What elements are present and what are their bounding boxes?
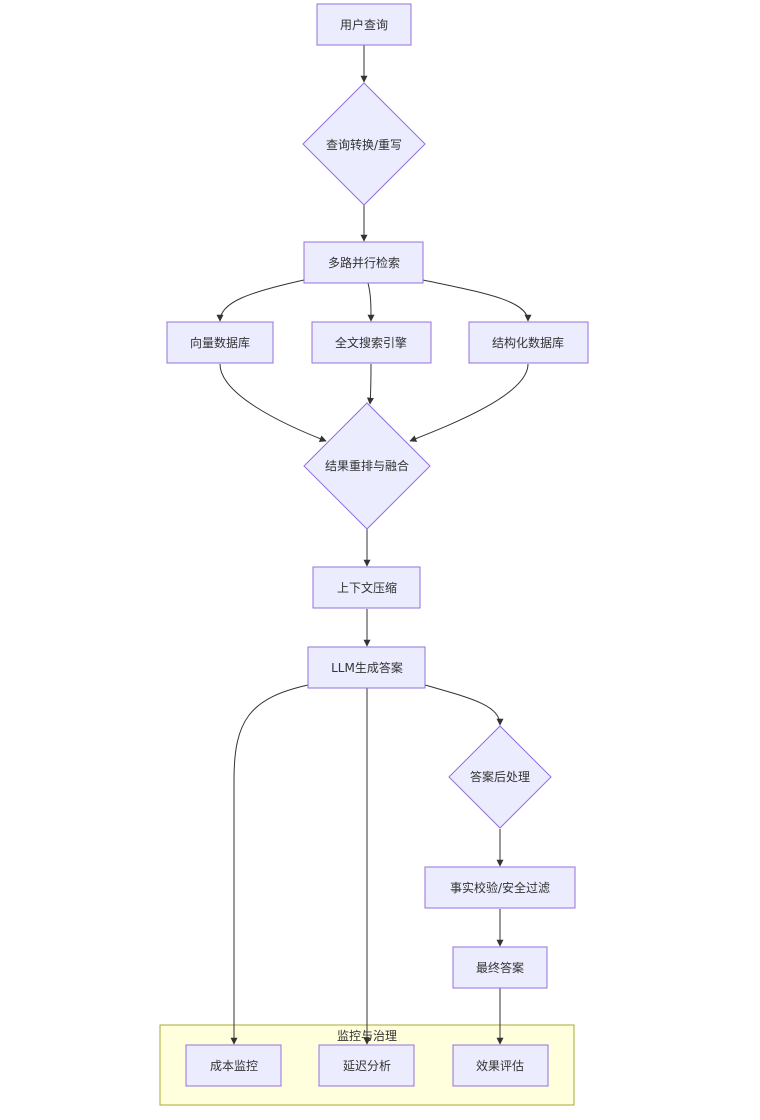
node-post-process[interactable]: 答案后处理	[448, 725, 552, 829]
node-parallel-retrieval-label: 多路并行检索	[328, 255, 400, 270]
edge-parallel-retrieval-to-structured-db	[422, 279, 532, 322]
node-fulltext-engine-label: 全文搜索引擎	[335, 335, 407, 350]
node-structured-db[interactable]: 结构化数据库	[468, 321, 589, 364]
edges	[216, 45, 532, 1045]
node-fact-check-label: 事实校验/安全过滤	[450, 880, 550, 895]
node-rerank-fusion[interactable]: 结果重排与融合	[303, 402, 431, 530]
node-final-answer-label: 最终答案	[476, 960, 524, 975]
node-effect-eval[interactable]: 效果评估	[452, 1044, 549, 1087]
node-llm-generate[interactable]: LLM生成答案	[307, 646, 426, 689]
node-fact-check[interactable]: 事实校验/安全过滤	[424, 866, 576, 909]
node-llm-generate-label: LLM生成答案	[331, 660, 403, 675]
node-parallel-retrieval[interactable]: 多路并行检索	[303, 241, 424, 284]
node-user-query[interactable]: 用户查询	[316, 3, 412, 46]
edge-fulltext-engine-to-rerank-fusion	[366, 363, 374, 405]
node-query-rewrite-label: 查询转换/重写	[326, 137, 402, 152]
edge-parallel-retrieval-to-fulltext-engine	[367, 282, 375, 322]
node-vector-db[interactable]: 向量数据库	[166, 321, 274, 364]
edge-structured-db-to-rerank-fusion	[409, 363, 529, 442]
node-latency-analysis-label: 延迟分析	[343, 1059, 391, 1073]
node-post-process-label: 答案后处理	[470, 769, 530, 784]
node-structured-db-label: 结构化数据库	[492, 335, 564, 350]
node-user-query-label: 用户查询	[340, 17, 388, 32]
node-context-compress-label: 上下文压缩	[337, 580, 397, 595]
node-cost-monitor-label: 成本监控	[210, 1059, 258, 1073]
node-latency-analysis[interactable]: 延迟分析	[318, 1044, 415, 1087]
node-effect-eval-label: 效果评估	[476, 1058, 524, 1073]
node-final-answer[interactable]: 最终答案	[452, 946, 548, 989]
node-query-rewrite[interactable]: 查询转换/重写	[302, 82, 426, 206]
node-fulltext-engine[interactable]: 全文搜索引擎	[311, 321, 432, 364]
node-vector-db-label: 向量数据库	[190, 335, 250, 350]
edge-llm-generate-to-post-process	[424, 684, 504, 726]
node-cost-monitor[interactable]: 成本监控	[185, 1044, 282, 1087]
node-rerank-fusion-label: 结果重排与融合	[325, 458, 409, 473]
edge-llm-generate-to-cost-monitor	[230, 684, 309, 1045]
edge-vector-db-to-rerank-fusion	[219, 363, 327, 442]
node-context-compress[interactable]: 上下文压缩	[312, 566, 421, 609]
edge-parallel-retrieval-to-vector-db	[216, 279, 305, 322]
